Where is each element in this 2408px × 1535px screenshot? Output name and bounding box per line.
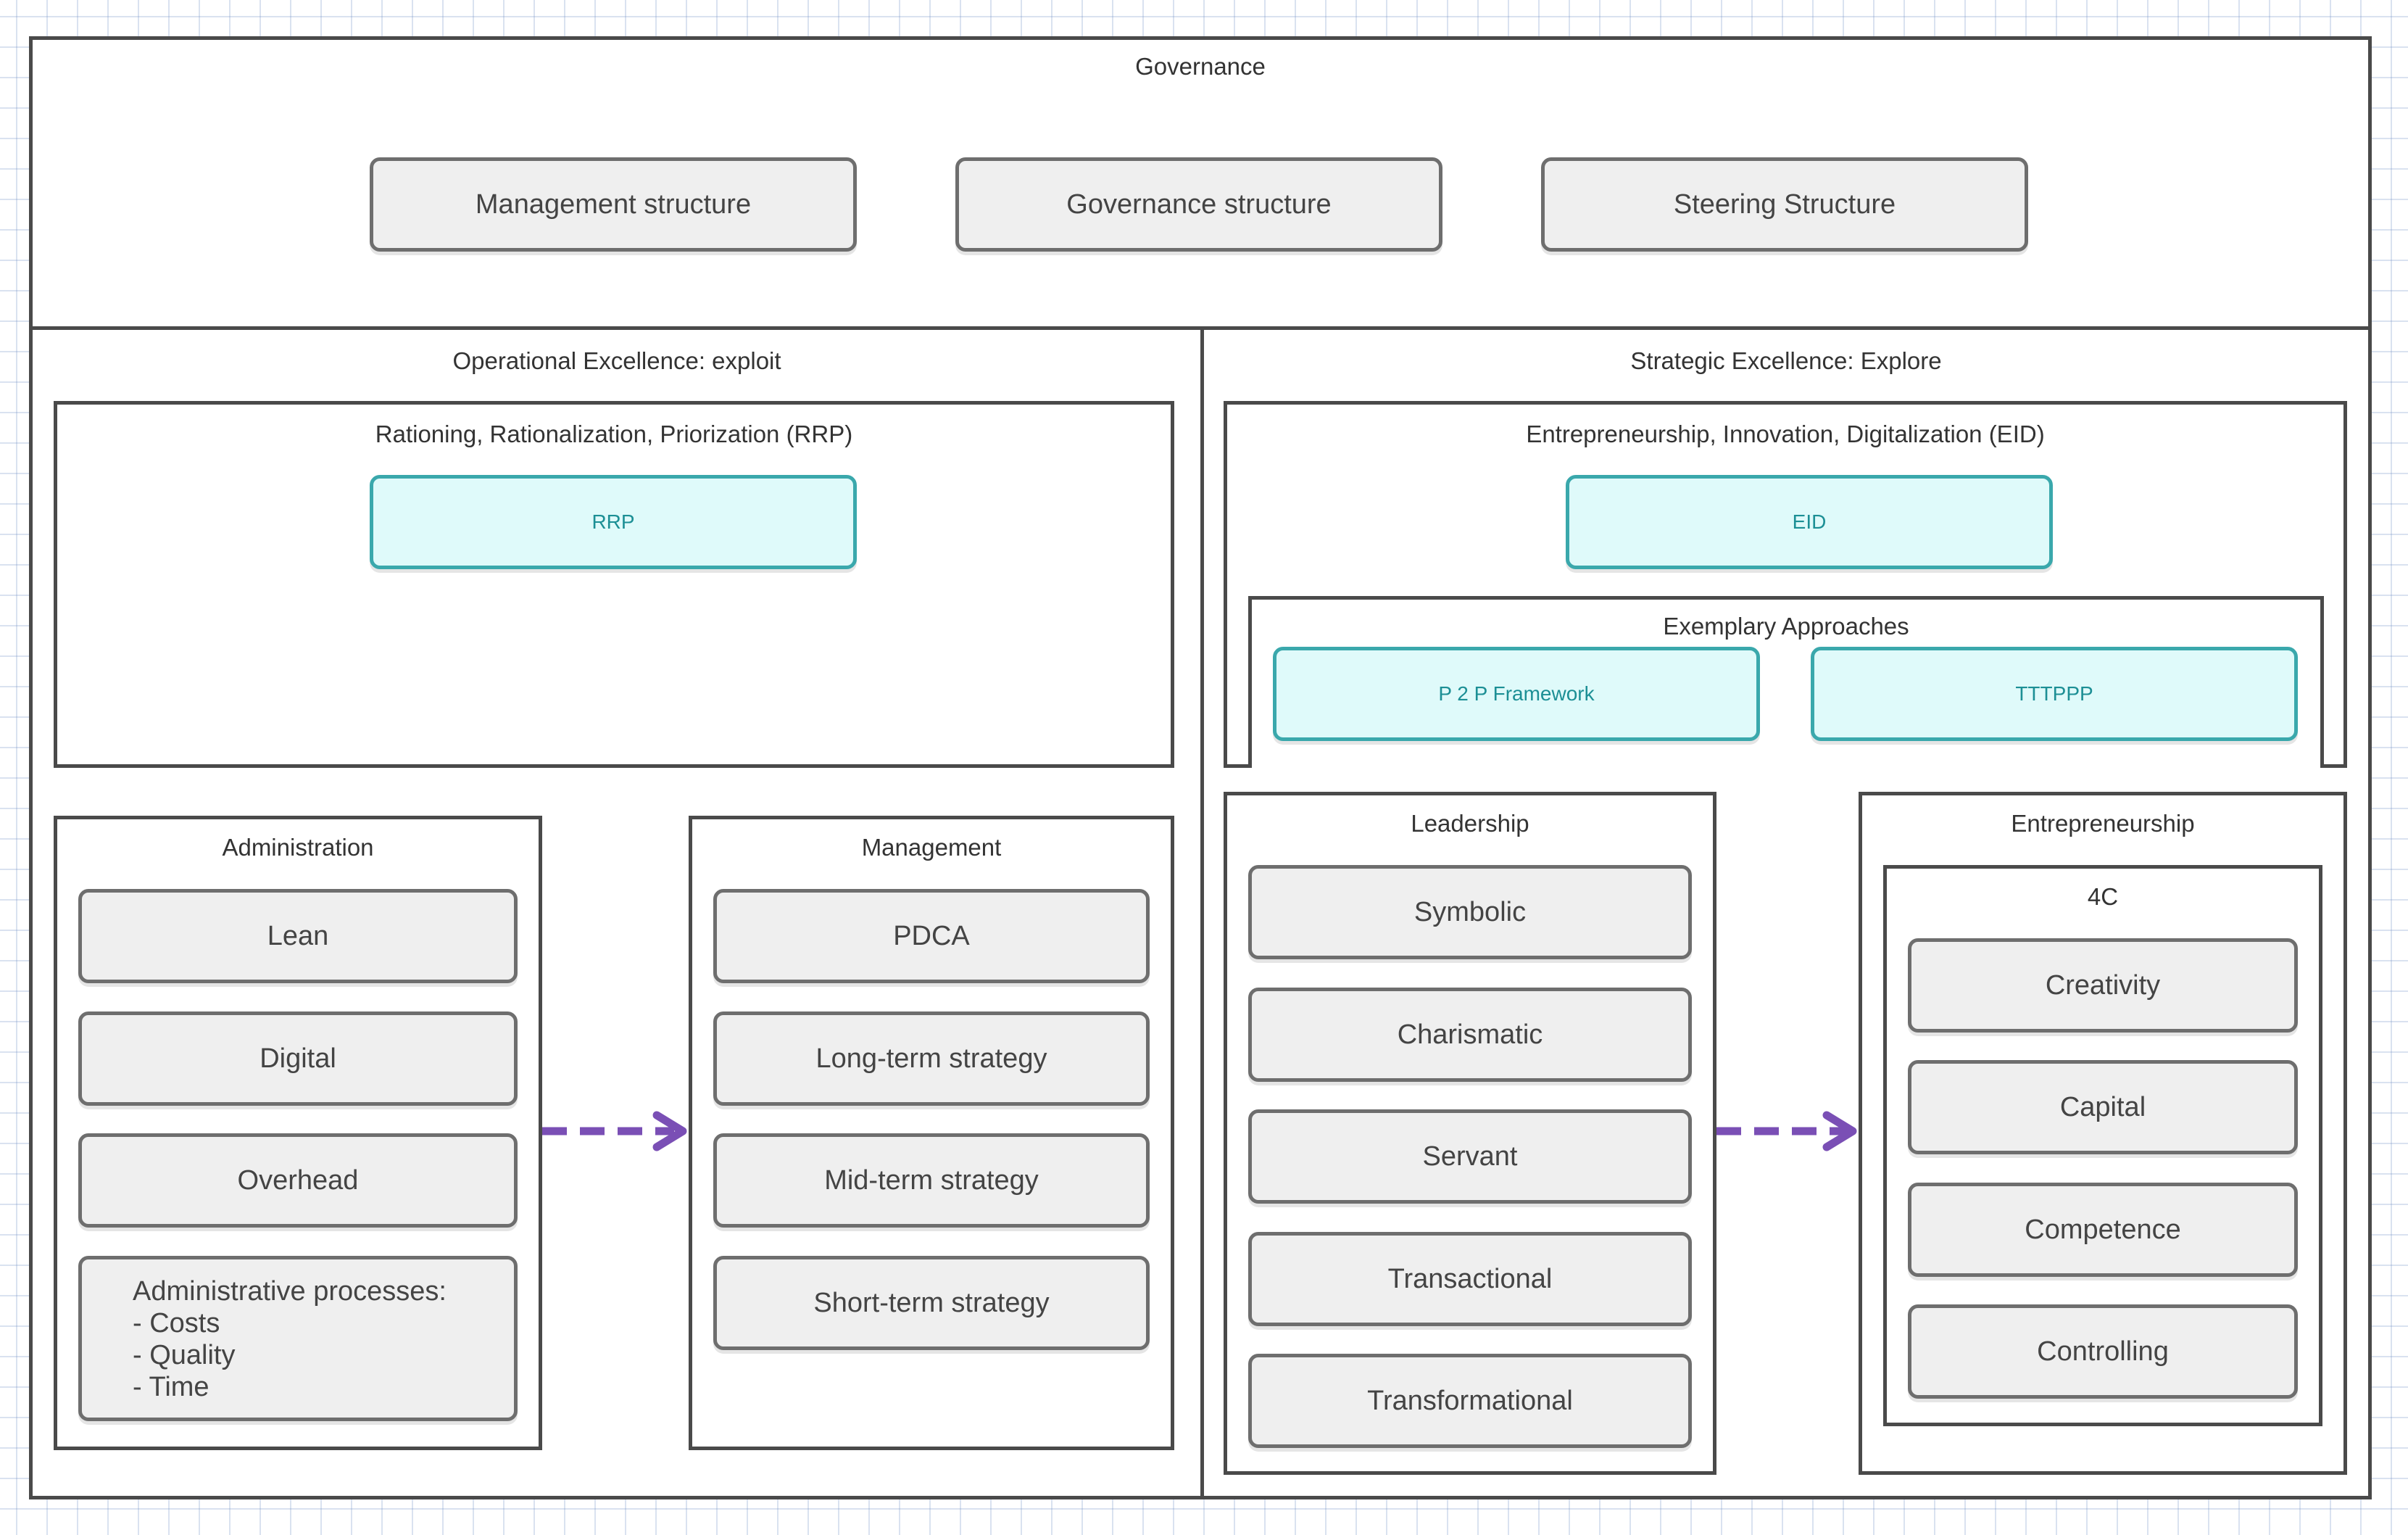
rrp-box: RRP: [370, 475, 857, 569]
admin-processes-costs: - Costs: [133, 1308, 220, 1339]
eid-box: EID: [1566, 475, 2053, 569]
management-item-pdca: PDCA: [713, 889, 1150, 983]
governance-title: Governance: [1135, 53, 1266, 80]
management-item-long-term: Long-term strategy: [713, 1011, 1150, 1106]
entrepreneurship-title: Entrepreneurship: [2011, 810, 2195, 837]
exemplary-approaches-title: Exemplary Approaches: [1663, 613, 1909, 640]
admin-processes-box: Administrative processes: - Costs - Qual…: [78, 1256, 518, 1421]
four-c-item-controlling: Controlling: [1908, 1304, 2298, 1399]
leadership-title: Leadership: [1411, 810, 1529, 837]
admin-processes-heading: Administrative processes:: [133, 1276, 447, 1307]
rrp-frame: Rationing, Rationalization, Priorization…: [54, 401, 1174, 768]
governance-structure-box: Governance structure: [955, 157, 1442, 252]
rrp-frame-title: Rationing, Rationalization, Priorization…: [375, 421, 853, 447]
four-c-title: 4C: [2087, 883, 2119, 910]
admin-processes-time: - Time: [133, 1372, 209, 1402]
admin-item-lean: Lean: [78, 889, 518, 983]
leadership-to-entrepreneurship-arrow: [1716, 1111, 1857, 1151]
administration-title: Administration: [222, 834, 374, 861]
strategic-excellence-title: Strategic Excellence: Explore: [1630, 347, 1942, 374]
management-title: Management: [861, 834, 1002, 861]
four-c-item-capital: Capital: [1908, 1060, 2298, 1154]
admin-item-digital: Digital: [78, 1011, 518, 1106]
four-c-item-competence: Competence: [1908, 1183, 2298, 1277]
steering-structure-box: Steering Structure: [1541, 157, 2028, 252]
leadership-item-charismatic: Charismatic: [1248, 988, 1692, 1082]
leadership-item-transactional: Transactional: [1248, 1232, 1692, 1326]
p2p-framework-box: P 2 P Framework: [1273, 647, 1760, 741]
management-item-mid-term: Mid-term strategy: [713, 1133, 1150, 1228]
admin-to-management-arrow: [542, 1111, 687, 1151]
four-c-item-creativity: Creativity: [1908, 938, 2298, 1033]
leadership-item-transformational: Transformational: [1248, 1354, 1692, 1448]
operational-excellence-title: Operational Excellence: exploit: [452, 347, 781, 374]
tttppp-box: TTTPPP: [1811, 647, 2298, 741]
leadership-item-servant: Servant: [1248, 1109, 1692, 1204]
admin-processes-quality: - Quality: [133, 1340, 236, 1370]
management-structure-box: Management structure: [370, 157, 857, 252]
admin-item-overhead: Overhead: [78, 1133, 518, 1228]
management-item-short-term: Short-term strategy: [713, 1256, 1150, 1350]
eid-frame-title: Entrepreneurship, Innovation, Digitaliza…: [1526, 421, 2045, 447]
leadership-item-symbolic: Symbolic: [1248, 865, 1692, 959]
